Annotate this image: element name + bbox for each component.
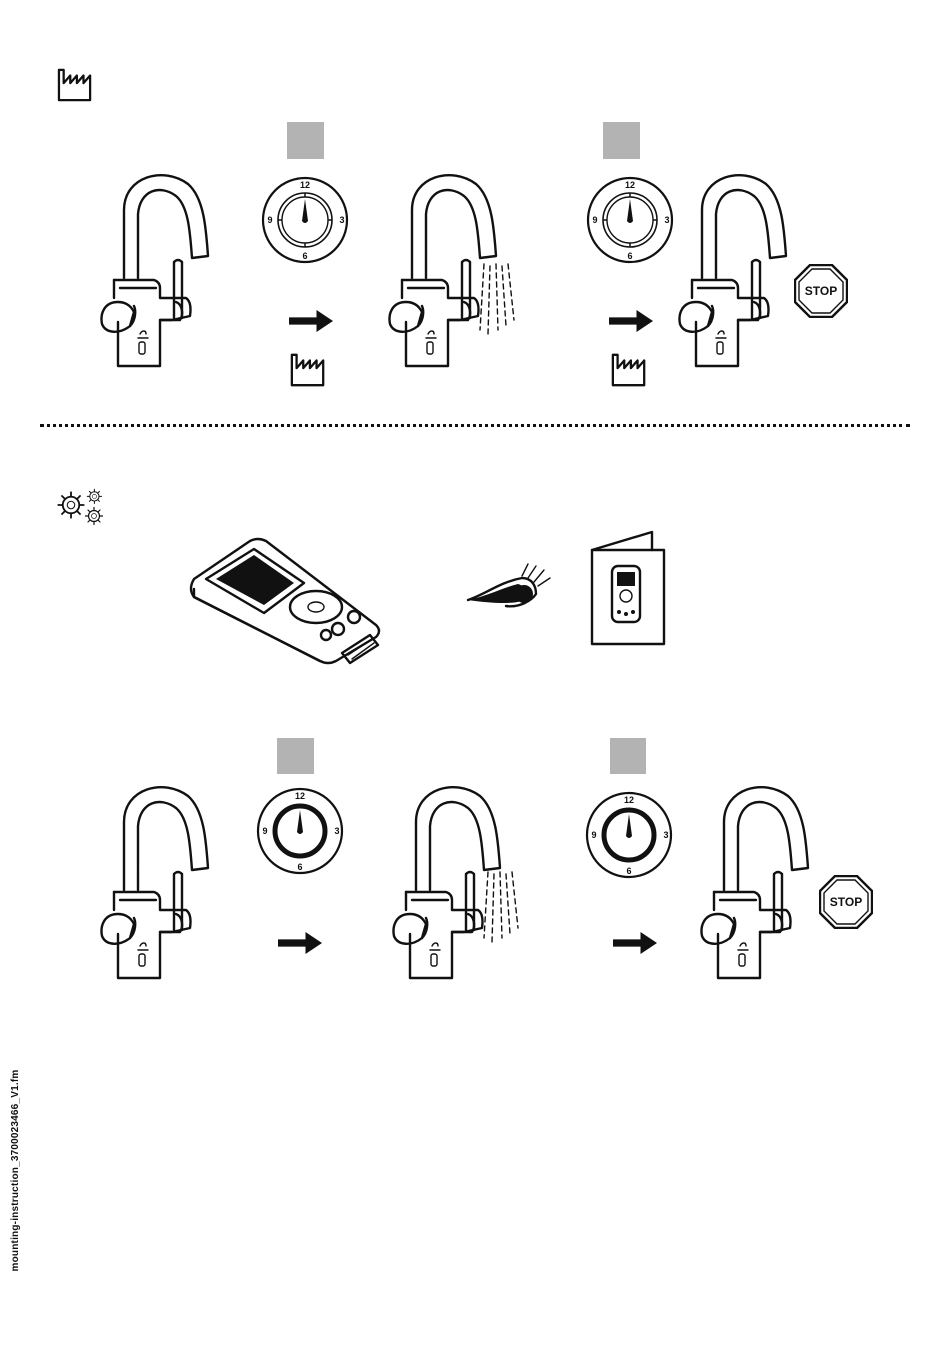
arrow-right-icon bbox=[612, 932, 658, 954]
clock-icon: 12 6 9 3 bbox=[585, 175, 675, 265]
water-spray-icon bbox=[482, 868, 522, 948]
factory-icon bbox=[56, 68, 94, 102]
clock-label-6: 6 bbox=[627, 251, 632, 261]
eye-icon bbox=[466, 560, 552, 612]
clock-label-3: 3 bbox=[664, 215, 669, 225]
clock-label-9: 9 bbox=[262, 826, 267, 836]
faucet-icon bbox=[100, 782, 220, 982]
stop-sign-icon: STOP bbox=[794, 264, 848, 318]
faucet-icon bbox=[700, 782, 820, 982]
clock-label-6: 6 bbox=[297, 862, 302, 872]
step-marker-4 bbox=[610, 738, 646, 774]
stop-label: STOP bbox=[805, 284, 837, 298]
clock-label-9: 9 bbox=[267, 215, 272, 225]
clock-icon: 12 6 9 3 bbox=[260, 175, 350, 265]
manual-booklet-icon bbox=[590, 530, 666, 646]
clock-label-12: 12 bbox=[300, 180, 310, 190]
clock-label-3: 3 bbox=[663, 830, 668, 840]
factory-icon bbox=[610, 352, 648, 388]
faucet-icon bbox=[100, 170, 220, 370]
gears-icon bbox=[56, 488, 106, 528]
clock-label-12: 12 bbox=[625, 180, 635, 190]
arrow-right-icon bbox=[608, 310, 654, 332]
clock-label-3: 3 bbox=[334, 826, 339, 836]
clock-icon: 12 6 9 3 bbox=[584, 790, 674, 880]
clock-label-9: 9 bbox=[591, 830, 596, 840]
clock-label-6: 6 bbox=[626, 866, 631, 876]
clock-icon: 12 6 9 3 bbox=[255, 786, 345, 876]
section-divider bbox=[40, 424, 910, 427]
footer-filename: mounting-instruction_3700023466_V1.fm bbox=[10, 1043, 21, 1298]
step-marker-2 bbox=[603, 122, 640, 159]
clock-label-12: 12 bbox=[624, 795, 634, 805]
stop-label: STOP bbox=[830, 895, 862, 909]
clock-label-3: 3 bbox=[339, 215, 344, 225]
clock-label-6: 6 bbox=[302, 251, 307, 261]
factory-icon bbox=[289, 352, 327, 388]
water-spray-icon bbox=[478, 260, 518, 340]
step-marker-1 bbox=[287, 122, 324, 159]
remote-control-icon bbox=[186, 537, 386, 667]
step-marker-3 bbox=[277, 738, 314, 774]
clock-label-9: 9 bbox=[592, 215, 597, 225]
faucet-icon bbox=[678, 170, 798, 370]
clock-label-12: 12 bbox=[295, 791, 305, 801]
stop-sign-icon: STOP bbox=[819, 875, 873, 929]
arrow-right-icon bbox=[277, 932, 323, 954]
arrow-right-icon bbox=[288, 310, 334, 332]
